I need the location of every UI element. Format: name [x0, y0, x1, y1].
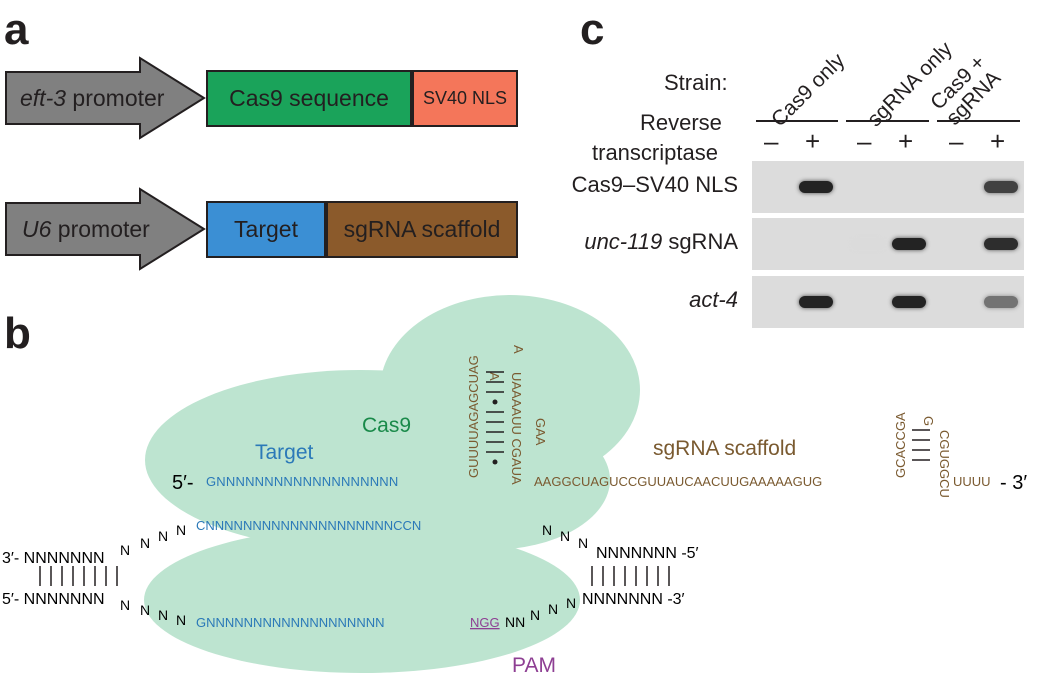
svg-text:N: N — [530, 607, 540, 623]
dna-right-base-pairs — [591, 566, 670, 586]
cas9-lobe-lower — [144, 527, 580, 673]
sign-5: – — [949, 126, 964, 156]
svg-text:N: N — [140, 602, 150, 618]
sgrna-scaffold-box: sgRNA scaffold — [326, 201, 518, 258]
stem2-loop: G — [921, 416, 936, 426]
dna-top-left: 3′- NNNNNNN — [2, 550, 105, 567]
svg-text:N: N — [548, 601, 558, 617]
gel-band — [799, 296, 833, 308]
svg-text:N: N — [176, 612, 186, 628]
sv40-nls-box: SV40 NLS — [412, 70, 518, 127]
svg-text:N: N — [578, 535, 588, 551]
gel-row-unc119 — [752, 218, 1024, 270]
sign-3: – — [857, 126, 872, 156]
stem2-base-pairs — [912, 429, 930, 461]
transcriptase-label: transcriptase — [592, 140, 718, 165]
stem2-left-seq: GCACCGA — [893, 412, 908, 478]
pam-sequence: NGG — [470, 615, 500, 630]
gel-band — [851, 238, 885, 250]
sign-1: – — [764, 126, 779, 156]
gel-band — [984, 238, 1018, 250]
gel-band — [892, 296, 926, 308]
sgrna-3prime-label: - 3′ — [1000, 472, 1027, 494]
cas9-label: Cas9 — [362, 414, 411, 437]
gel-band — [984, 181, 1018, 193]
gel-row-act4 — [752, 276, 1024, 328]
sgrna-5prime-label: 5′- — [172, 472, 194, 494]
reverse-label: Reverse — [640, 110, 722, 135]
pam-label: PAM — [512, 654, 556, 677]
stem1-loop-b: A — [511, 345, 526, 354]
gel-row-cas9-nls — [752, 161, 1024, 213]
svg-text:N: N — [158, 607, 168, 623]
eft3-promoter-arrow — [5, 56, 206, 140]
eft3-promoter-label: eft-3 promoter — [20, 85, 165, 111]
cas9-sequence-box: Cas9 sequence — [206, 70, 412, 127]
svg-text:N: N — [542, 522, 552, 538]
sign-6: + — [990, 126, 1006, 156]
svg-text:N: N — [566, 595, 576, 611]
stem2-right-seq: CGUGGCU — [937, 430, 952, 498]
panel-letter-b: b — [4, 309, 31, 358]
dna-bottom-left: 5′- NNNNNNN — [2, 591, 105, 608]
panel-letter-c: c — [580, 5, 605, 54]
stem1-base-pairs — [486, 371, 504, 453]
gel-band — [892, 238, 926, 250]
u6-promoter-label: U6 promoter — [22, 216, 150, 242]
sign-2: + — [805, 126, 821, 156]
svg-text:N: N — [176, 522, 186, 538]
target-label: Target — [255, 441, 314, 464]
dna-top-left-kink: N — [120, 542, 131, 558]
dna-left-base-pairs — [39, 566, 118, 586]
sgrna-scaffold-label: sgRNA scaffold — [653, 437, 796, 460]
svg-text:N: N — [120, 597, 130, 613]
strain-label: Strain: — [664, 70, 728, 95]
dna-bottom-right: NNNNNNN -3′ — [582, 591, 685, 608]
dna-top-middle: CNNNNNNNNNNNNNNNNNNNNCCN — [196, 518, 421, 533]
stem1-loop-a: A — [487, 372, 502, 381]
stem1-right-seq: UAAAAUU CGAUA — [509, 372, 524, 485]
row-label-act4: act-4 — [689, 287, 738, 312]
svg-text:NN: NN — [505, 614, 525, 630]
target-sequence: GNNNNNNNNNNNNNNNNNNN — [206, 474, 399, 489]
svg-text:N: N — [158, 528, 168, 544]
row-label-cas9-nls: Cas9–SV40 NLS — [571, 172, 738, 197]
dna-bottom-middle: GNNNNNNNNNNNNNNNNNNN — [196, 615, 385, 630]
target-box: Target — [206, 201, 326, 258]
panel-letter-a: a — [4, 5, 29, 54]
svg-text:N: N — [140, 535, 150, 551]
stem1-extra: GAA — [533, 418, 548, 446]
gel-band — [799, 181, 833, 193]
tail-sequence: UUUU — [953, 474, 991, 489]
svg-text:N: N — [560, 528, 570, 544]
stem1-gu-pair-dot-2 — [492, 459, 498, 465]
stem1-gu-pair-dot — [492, 399, 498, 405]
gel-band — [984, 296, 1018, 308]
stem1-left-seq: GUUUUAGAGCUAG — [466, 355, 481, 478]
scaffold-sequence: AAGGCUAGUCCGUUAUCAACUUGAAAAAGUG — [534, 474, 822, 489]
cas9-lobe-right — [370, 410, 610, 550]
dna-top-right: NNNNNNN -5′ — [596, 545, 699, 562]
sign-4: + — [898, 126, 914, 156]
row-label-unc119: unc-119 sgRNA — [584, 229, 738, 254]
u6-promoter-arrow — [5, 187, 206, 271]
